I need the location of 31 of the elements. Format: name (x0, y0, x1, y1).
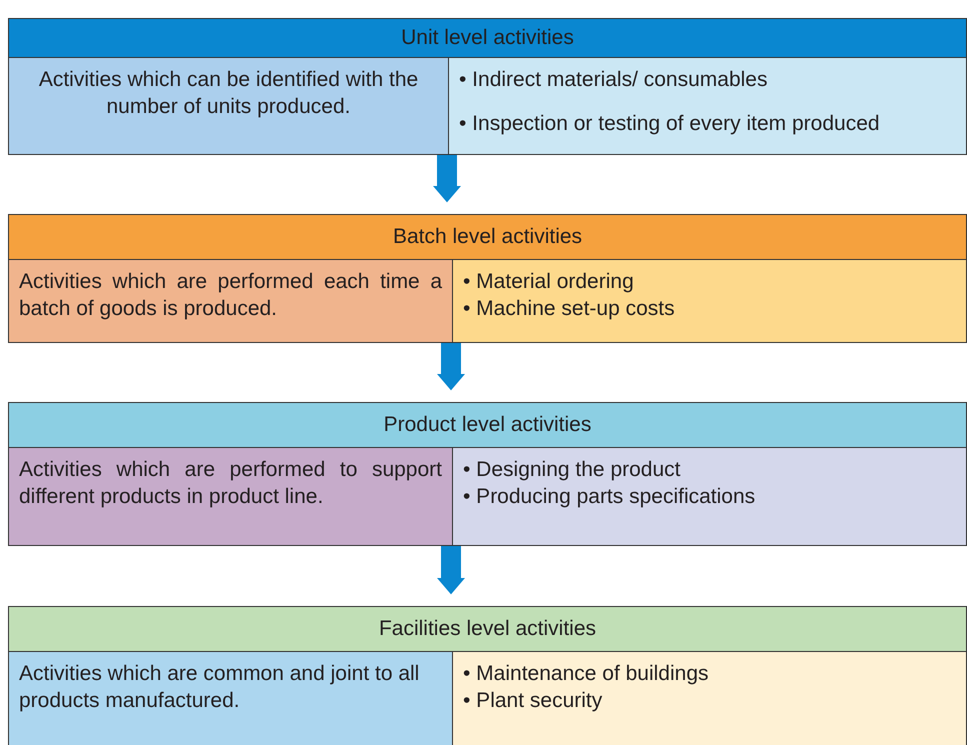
description-cell (9, 260, 452, 342)
level-panel (8, 18, 967, 155)
description-cell (9, 652, 452, 745)
bullet-item: • Maintenance of buildings (463, 661, 710, 687)
description-text: Activities which can be identified with the number of units produced. (38, 67, 420, 120)
bullet-item: • Indirect materials/ consumables (459, 67, 768, 93)
examples-cell (452, 260, 966, 342)
header-text: Facilities level activities (378, 617, 596, 641)
examples-cell (452, 448, 966, 545)
description-text: Activities which are common and joint to all products manufactured. (19, 661, 420, 714)
bullet-item: • Material ordering (463, 269, 635, 295)
down-arrow (437, 546, 465, 594)
description-text: Activities which are performed each time a batch of goods is produced. (19, 269, 442, 322)
down-arrow (437, 343, 465, 390)
examples-cell (452, 652, 966, 745)
description-text: Activities which are performed to support different products in product line. (19, 457, 442, 510)
description-cell (9, 58, 448, 154)
level-panel (8, 402, 967, 546)
bullet-item: • Producing parts specifications (463, 484, 756, 510)
bullet-item: • Designing the product (463, 457, 682, 483)
bullet-item: • Machine set-up costs (463, 296, 676, 322)
header-text: Batch level activities (392, 225, 582, 249)
description-cell (9, 448, 452, 545)
bullet-item: • Plant security (463, 688, 604, 714)
level-panel (8, 214, 967, 343)
examples-cell (448, 58, 966, 154)
header-text: Product level activities (384, 413, 592, 437)
level-panel (8, 606, 967, 745)
bullet-item: • Inspection or testing of every item produced (459, 111, 881, 137)
header-text: Unit level activities (401, 26, 574, 50)
down-arrow (433, 155, 461, 202)
